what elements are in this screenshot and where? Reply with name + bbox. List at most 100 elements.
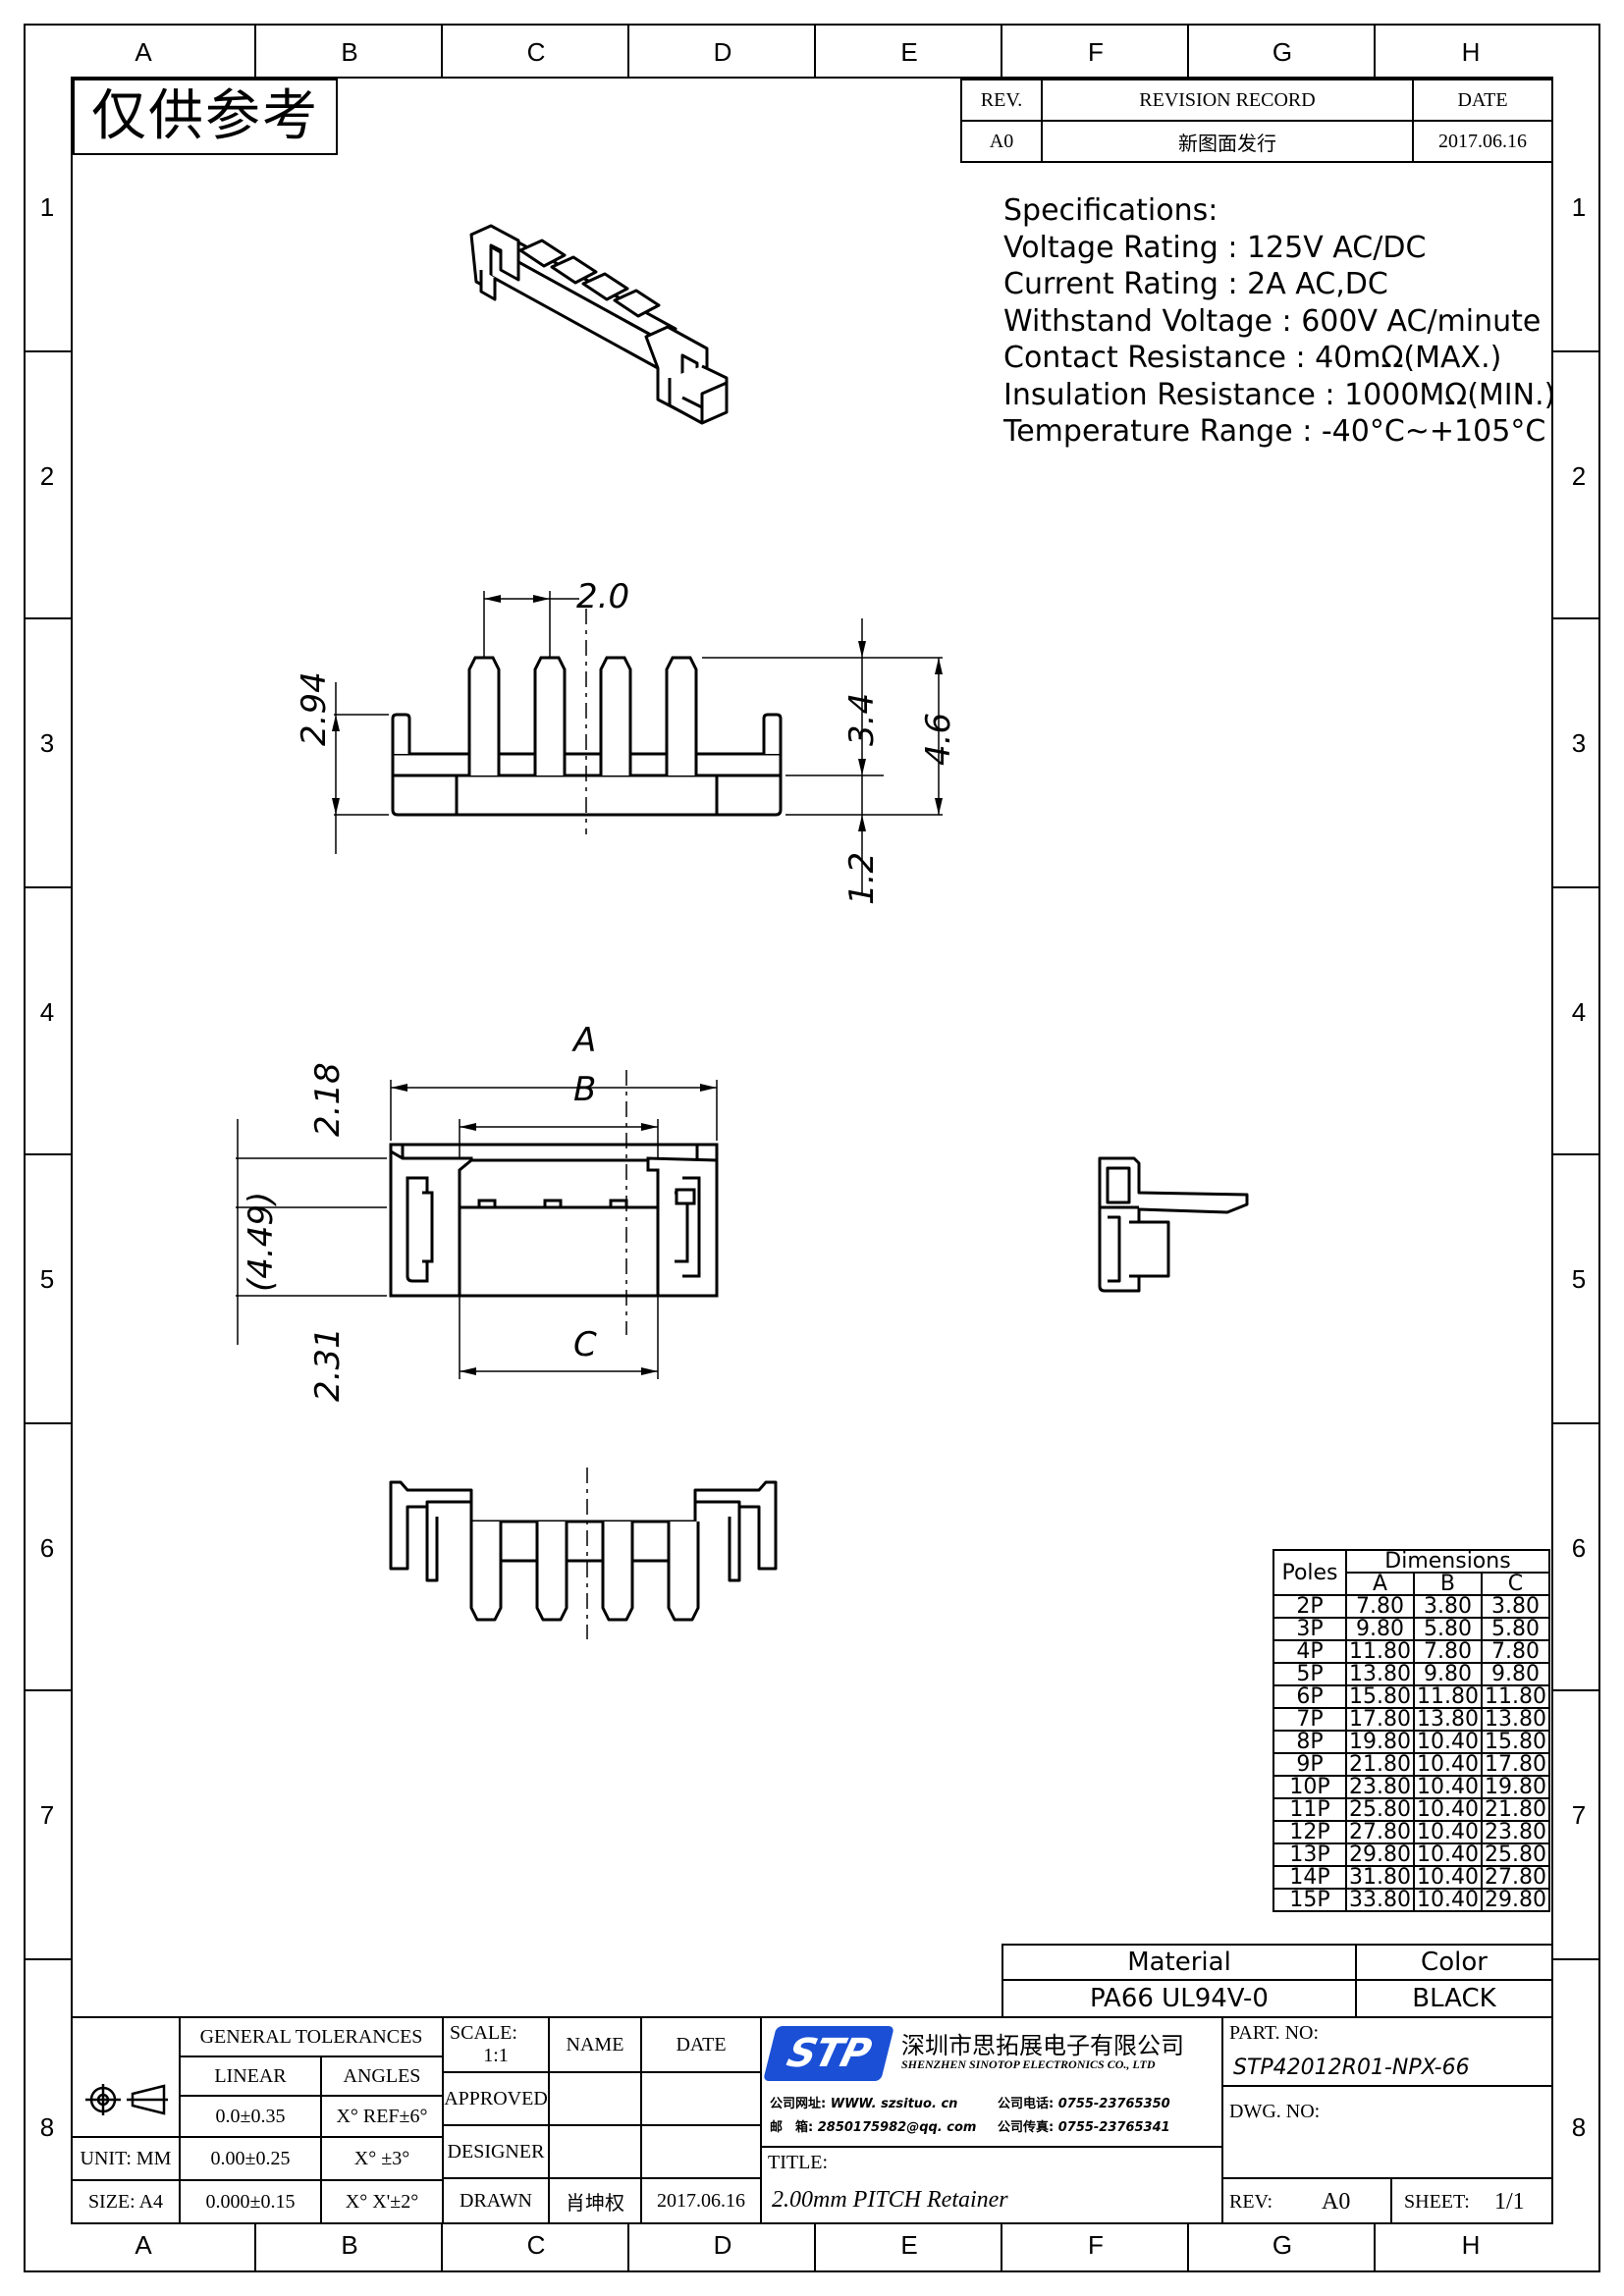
table-cell: 5P (1272, 1662, 1347, 1686)
drawn-date: 2017.06.16 (640, 2177, 762, 2224)
zone-row-7-right: 7 (1571, 1800, 1587, 1830)
table-cell: 31.80 (1345, 1865, 1415, 1890)
tol-angle-3: X° X'±2° (320, 2179, 444, 2224)
table-cell: 11.80 (1412, 1684, 1483, 1709)
table-cell: 10.40 (1412, 1865, 1483, 1890)
revision-record-header: REVISION RECORD (1041, 79, 1414, 122)
unit-cell: UNIT: MM (71, 2136, 181, 2181)
drawing-border-outer (24, 24, 1600, 2272)
zone-col-f-top: F (1088, 37, 1104, 67)
title-cell: TITLE: 2.00mm PITCH Retainer (760, 2146, 1223, 2224)
zone-row-4-left: 4 (39, 997, 55, 1027)
zone-row-2-left: 2 (39, 461, 55, 491)
mail-label: 邮 箱: (770, 2120, 814, 2135)
zone-col-h-bottom: H (1461, 2230, 1481, 2260)
table-cell: 10.40 (1412, 1842, 1483, 1867)
specifications: Specifications: Voltage Rating : 125V AC… (1003, 192, 1555, 451)
date-header: DATE (640, 2016, 762, 2073)
table-cell: 3.80 (1480, 1594, 1550, 1619)
bottom-view (389, 1468, 778, 1639)
table-cell: 14P (1272, 1865, 1347, 1890)
table-cell: 27.80 (1480, 1865, 1550, 1890)
table-cell: 9.80 (1480, 1662, 1550, 1686)
table-cell: 5.80 (1412, 1617, 1483, 1641)
zone-col-c-bottom: C (526, 2230, 546, 2260)
company-web-row: 公司网址: WWW. szsituo. cn (770, 2093, 957, 2111)
zone-row-3-left: 3 (39, 728, 55, 758)
zone-col-d-bottom: D (713, 2230, 732, 2260)
zone-col-g-bottom: G (1272, 2230, 1293, 2260)
table-cell: 9P (1272, 1752, 1347, 1777)
zone-row-5-left: 5 (39, 1264, 55, 1294)
table-cell: 7.80 (1345, 1594, 1415, 1619)
side-view (1098, 1156, 1249, 1293)
zone-col-a-top: A (135, 37, 152, 67)
zone-col-a-bottom: A (135, 2230, 152, 2260)
zone-row-4-right: 4 (1571, 997, 1587, 1027)
table-cell: 7.80 (1480, 1639, 1550, 1664)
name-header: NAME (548, 2016, 642, 2073)
dim-height-2-94: 2.94 (295, 671, 334, 746)
company-name-en: SHENZHEN SINOTOP ELECTRONICS CO., LTD (901, 2057, 1156, 2071)
table-cell: 5.80 (1480, 1617, 1550, 1641)
designer-name (548, 2124, 642, 2179)
company-tel-row: 公司电话: 0755-23765350 (998, 2093, 1170, 2111)
table-cell: 10.40 (1412, 1775, 1483, 1799)
poles-header: Poles (1272, 1549, 1347, 1596)
dim-b: B (573, 1070, 597, 1109)
table-cell: 3.80 (1412, 1594, 1483, 1619)
part-no-cell: PART. NO: STP42012R01-NPX-66 (1221, 2016, 1553, 2087)
spec-contact-resistance: Contact Resistance : 40mΩ(MAX.) (1003, 341, 1502, 375)
table-cell: 7.80 (1412, 1639, 1483, 1664)
table-cell: 25.80 (1345, 1797, 1415, 1822)
table-cell: 10.40 (1412, 1820, 1483, 1844)
dim-2-18: 2.18 (308, 1062, 348, 1137)
spec-temperature-range: Temperature Range : -40°C~+105°C (1003, 414, 1546, 449)
table-cell: 12P (1272, 1820, 1347, 1844)
angles-header: ANGLES (320, 2056, 444, 2097)
table-cell: 17.80 (1480, 1752, 1550, 1777)
table-cell: 9.80 (1412, 1662, 1483, 1686)
zone-col-e-top: E (900, 37, 918, 67)
scale-label: SCALE: (450, 2022, 517, 2044)
zone-row-5-right: 5 (1571, 1264, 1587, 1294)
top-view (236, 1070, 719, 1379)
spec-voltage-rating: Voltage Rating : 125V AC/DC (1003, 230, 1427, 265)
table-cell: 8P (1272, 1730, 1347, 1754)
table-cell: 3P (1272, 1617, 1347, 1641)
revision-date-header: DATE (1412, 79, 1553, 122)
rev-cell: REV: A0 (1221, 2177, 1392, 2224)
tol-linear-1: 0.0±0.35 (179, 2095, 322, 2138)
dim-a: A (573, 1021, 597, 1060)
rev-label: REV: (1229, 2191, 1273, 2213)
material-value: PA66 UL94V-0 (1001, 1979, 1357, 2018)
zone-col-f-bottom: F (1088, 2230, 1104, 2260)
part-no-label: PART. NO: (1229, 2022, 1320, 2044)
col-c-header: C (1480, 1572, 1550, 1596)
dimensions-header: Dimensions (1345, 1549, 1550, 1574)
mail-value: 2850175982@qq. com (817, 2120, 977, 2135)
rev-value: A0 (1322, 2189, 1351, 2215)
zone-row-7-left: 7 (39, 1800, 55, 1830)
zone-row-8-left: 8 (39, 2112, 55, 2142)
web-value: WWW. szsituo. cn (830, 2097, 958, 2111)
watermark-reference-only: 仅供参考 (73, 79, 338, 155)
company-name-cn: 深圳市思拓展电子有限公司 (901, 2032, 1184, 2059)
table-cell: 15P (1272, 1888, 1347, 1912)
spec-title: Specifications: (1003, 193, 1218, 228)
sheet-cell: SHEET: 1/1 (1390, 2177, 1553, 2224)
zone-col-h-top: H (1461, 37, 1481, 67)
table-cell: 13.80 (1412, 1707, 1483, 1732)
dwg-no-cell: DWG. NO: (1221, 2085, 1553, 2179)
tol-linear-3: 0.000±0.15 (179, 2179, 322, 2224)
zone-col-c-top: C (526, 37, 546, 67)
part-number: STP42012R01-NPX-66 (1233, 2056, 1470, 2080)
table-cell: 25.80 (1480, 1842, 1550, 1867)
material-header: Material (1001, 1944, 1357, 1981)
zone-col-b-bottom: B (341, 2230, 358, 2260)
